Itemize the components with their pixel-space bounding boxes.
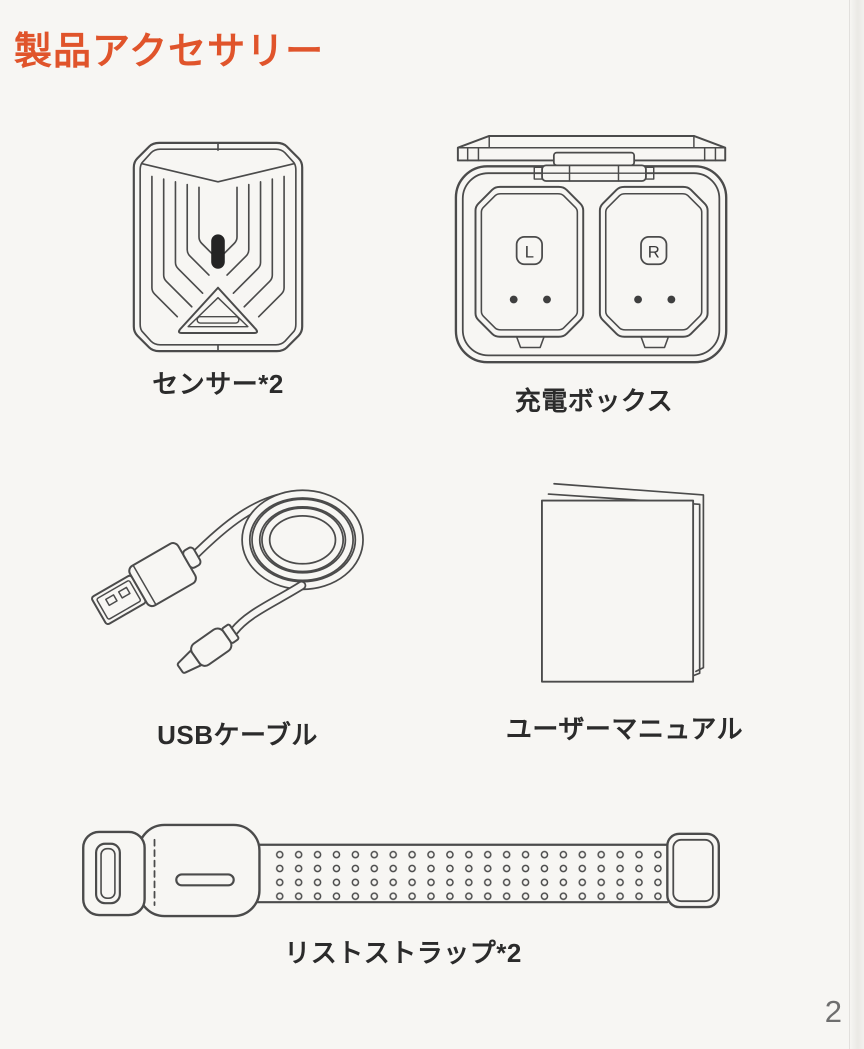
user-manual-illustration (540, 482, 704, 683)
right-contact-dot-2 (667, 295, 676, 304)
page-title: 製品アクセサリー (14, 31, 325, 73)
wrist-strap-illustration (82, 823, 720, 918)
cable-cord (186, 489, 364, 636)
strap-tip (666, 832, 720, 909)
micro-usb-connector (176, 623, 239, 674)
sensor-illustration (132, 141, 304, 353)
sensor-button (211, 234, 225, 269)
sensor-label: センサー*2 (152, 369, 284, 399)
left-slot-tag (515, 235, 543, 266)
page-edge-shadow (849, 0, 864, 1049)
usb-cable-label: USBケーブル (157, 720, 318, 750)
charging-box-label: 充電ボックス (514, 386, 674, 416)
left-contact-dot-2 (543, 295, 551, 304)
sensor-rib-pattern (151, 175, 285, 318)
accessory-item-charging-box: L R 充電ボックス (448, 133, 740, 418)
strap-tip-inner (672, 838, 714, 903)
sensor-outer-shell (132, 141, 304, 353)
right-contact-dot-1 (634, 295, 642, 304)
charging-slot-right: R (598, 185, 709, 349)
strap-buckle-loop-inner (100, 847, 116, 900)
user-manual-label: ユーザーマニュアル (505, 714, 744, 744)
accessory-item-usb-cable: USBケーブル (85, 482, 390, 752)
strap-pad (137, 823, 261, 918)
accessory-item-wrist-strap: リストストラップ*2 (78, 820, 728, 970)
wrist-strap-label: リストストラップ*2 (284, 938, 522, 968)
charging-box-body-inner (461, 172, 721, 357)
charging-slot-left: L (474, 185, 585, 349)
accessory-item-user-manual: ユーザーマニュアル (492, 478, 757, 746)
strap-perforations (265, 846, 664, 903)
strap-buckle-loop (95, 842, 121, 905)
charging-box-lid (456, 134, 727, 162)
left-slot-letter: L (525, 242, 534, 261)
right-slot-letter: R (648, 242, 660, 261)
manual-middle-page (547, 493, 701, 677)
sensor-triangle-inner (187, 296, 249, 328)
left-contact-dot-1 (509, 295, 518, 304)
sensor-top-groove (141, 162, 295, 183)
charging-box-body-outer (454, 165, 728, 364)
charging-box-hinge (533, 151, 655, 182)
page-number: 2 (824, 994, 842, 1029)
usb-cable-illustration (90, 489, 364, 674)
usb-a-connector (90, 542, 202, 625)
right-slot-tag (640, 235, 668, 266)
strap-pad-slot (175, 873, 235, 887)
manual-front-cover (540, 499, 694, 683)
charging-box-illustration: L R (454, 134, 728, 364)
accessory-item-sensor: センサー*2 (128, 140, 308, 401)
sensor-triangle-slot (196, 315, 240, 324)
strap-buckle (82, 830, 146, 917)
sensor-triangle-outer (177, 286, 259, 334)
